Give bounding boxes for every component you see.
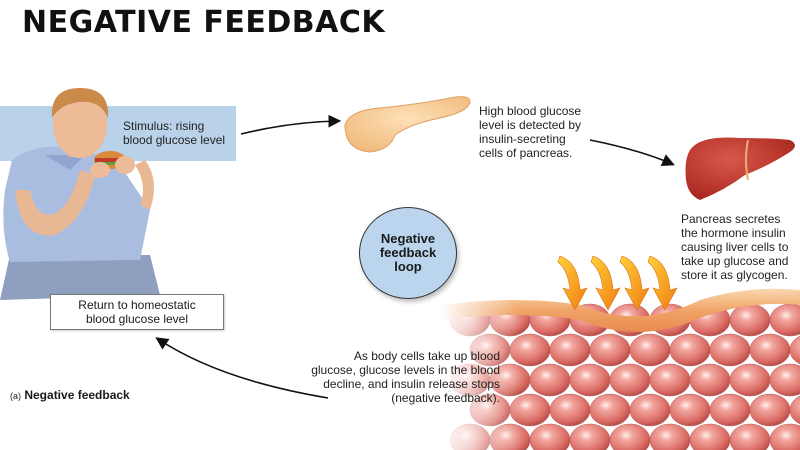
cell-membrane bbox=[440, 288, 800, 333]
secretion-label: Pancreas secretes the hormone insulin ca… bbox=[681, 212, 788, 282]
tissue-fade bbox=[440, 290, 520, 450]
body-cell bbox=[749, 333, 791, 367]
decline-line: As body cells take up blood bbox=[353, 349, 500, 363]
detection-label: High blood glucose level is detected by … bbox=[479, 104, 581, 160]
body-cell bbox=[549, 333, 591, 367]
insulin-arrow-icon bbox=[590, 255, 621, 311]
body-cell bbox=[689, 363, 731, 397]
body-cell bbox=[769, 303, 800, 337]
arrow-decline-to-homeostasis bbox=[155, 337, 329, 399]
negative-feedback-loop-circle: Negative feedback loop bbox=[359, 207, 457, 299]
body-cell bbox=[669, 393, 711, 427]
decline-line: glucose, glucose levels in the blood bbox=[311, 363, 500, 377]
body-cell bbox=[749, 393, 791, 427]
body-cell bbox=[569, 363, 611, 397]
insulin-arrow-icon bbox=[647, 255, 678, 311]
body-cell bbox=[529, 423, 571, 450]
secretion-line: Pancreas secretes bbox=[681, 212, 781, 226]
decline-line: decline, and insulin release stops bbox=[323, 377, 500, 391]
stimulus-label: Stimulus: rising blood glucose level bbox=[123, 119, 225, 147]
body-cell bbox=[789, 335, 800, 365]
stimulus-line: Stimulus: rising bbox=[123, 119, 205, 133]
body-cell bbox=[589, 333, 631, 367]
pancreas-illustration bbox=[344, 96, 471, 153]
insulin-arrow-icon bbox=[557, 255, 588, 311]
body-cell bbox=[709, 333, 751, 367]
secretion-line: the hormone insulin bbox=[681, 226, 786, 240]
liver-illustration bbox=[685, 137, 795, 200]
body-cell bbox=[609, 423, 651, 450]
body-cell bbox=[629, 333, 671, 367]
body-cell bbox=[729, 423, 771, 450]
homeostasis-line: blood glucose level bbox=[85, 312, 189, 326]
detection-line: cells of pancreas. bbox=[479, 146, 573, 160]
caption-label: Negative feedback bbox=[24, 388, 130, 402]
secretion-line: store it as glycogen. bbox=[681, 268, 788, 282]
body-cell bbox=[789, 395, 800, 425]
body-cell bbox=[649, 423, 691, 450]
figure-caption: (a) Negative feedback bbox=[10, 388, 130, 402]
body-cell bbox=[649, 363, 691, 397]
body-cell bbox=[589, 393, 631, 427]
loop-line: feedback bbox=[379, 245, 437, 260]
insulin-arrows bbox=[557, 255, 678, 311]
detection-line: High blood glucose bbox=[479, 104, 582, 118]
body-cell bbox=[769, 363, 800, 397]
body-cell bbox=[769, 423, 800, 450]
page-title: NEGATIVE FEEDBACK bbox=[22, 5, 386, 40]
secretion-line: causing liver cells to bbox=[681, 240, 789, 254]
secretion-line: take up glucose and bbox=[681, 254, 789, 268]
body-cell bbox=[609, 363, 651, 397]
body-cell bbox=[529, 363, 571, 397]
body-cell bbox=[569, 423, 611, 450]
body-cell bbox=[709, 393, 751, 427]
person-eating-illustration bbox=[0, 88, 160, 300]
detection-line: insulin-secreting bbox=[479, 132, 566, 146]
insulin-arrow-icon bbox=[619, 255, 650, 311]
decline-label: As body cells take up blood glucose, glu… bbox=[292, 349, 500, 405]
caption-tag: (a) bbox=[10, 391, 21, 401]
body-cell bbox=[729, 363, 771, 397]
loop-line: loop bbox=[394, 259, 422, 274]
body-cell bbox=[629, 393, 671, 427]
body-cell bbox=[669, 333, 711, 367]
body-cell bbox=[729, 303, 771, 337]
homeostasis-line: Return to homeostatic bbox=[78, 298, 196, 312]
homeostasis-box: Return to homeostatic blood glucose leve… bbox=[50, 294, 224, 330]
loop-line: Negative bbox=[380, 231, 436, 246]
arrow-stimulus-to-pancreas bbox=[240, 114, 342, 135]
body-cell bbox=[549, 393, 591, 427]
stimulus-line: blood glucose level bbox=[123, 133, 226, 147]
body-cell bbox=[689, 423, 731, 450]
detection-line: level is detected by bbox=[479, 118, 582, 132]
decline-line: (negative feedback). bbox=[391, 391, 500, 405]
arrow-pancreas-to-liver bbox=[589, 139, 675, 167]
